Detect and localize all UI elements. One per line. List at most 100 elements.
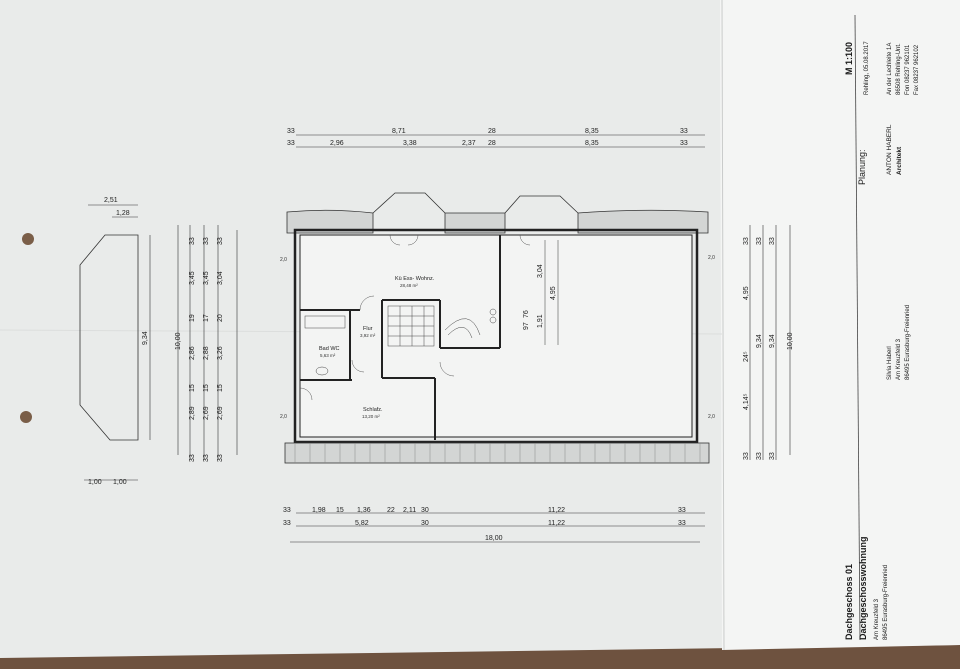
dim-label: 33 — [203, 237, 210, 245]
dim-label: 33 — [287, 140, 295, 147]
dim-label: 1,00 — [113, 479, 127, 486]
drawing-title: Dachgeschoss 01 — [844, 564, 854, 640]
dim-label: 33 — [680, 140, 688, 147]
dim-label: 4,95 — [550, 286, 557, 300]
dim-label: 2,86 — [189, 346, 196, 360]
dim-label: 33 — [769, 452, 776, 460]
dim-label: 33 — [283, 520, 291, 527]
dim-label: 10,00 — [175, 332, 182, 350]
room-name: Flur — [363, 326, 373, 332]
punch-hole — [22, 233, 34, 245]
dim-label: 3,45 — [189, 271, 196, 285]
client-city: 86495 Eurasburg-Freienried — [905, 305, 911, 380]
dim-label: 2,0 — [280, 257, 287, 263]
punch-hole — [20, 411, 32, 423]
dim-label: 2,89 — [189, 406, 196, 420]
dim-label: 9,34 — [769, 334, 776, 348]
room-name: Bad WC — [319, 346, 340, 352]
dim-label: 97 — [523, 322, 530, 330]
dim-label: 2,0 — [280, 414, 287, 420]
dim-label: 2,96 — [330, 140, 344, 147]
architect-name: ANTON HABERL — [886, 124, 893, 175]
dim-label: 17 — [203, 314, 210, 322]
dim-label: 11,22 — [548, 520, 565, 527]
dim-label: 8,35 — [585, 128, 599, 135]
architect-phone: Fon 08237 962101 — [905, 44, 911, 95]
dim-label: 11,22 — [548, 507, 565, 514]
dim-label: 33 — [743, 237, 750, 245]
dim-label: 2,69 — [203, 406, 210, 420]
dim-label: 3,04 — [217, 271, 224, 285]
dim-label: 20 — [217, 314, 224, 322]
client-street: Am Kreuzfeld 3 — [896, 338, 902, 380]
right-dimension-lines — [749, 225, 791, 460]
dim-label: 5,82 — [355, 520, 369, 527]
dim-label: 2,69 — [217, 406, 224, 420]
dim-label: 33 — [287, 128, 295, 135]
bottom-dimension-lines — [290, 512, 705, 543]
dim-label: 2,37 — [462, 140, 476, 147]
dim-label: 28 — [488, 140, 496, 147]
dim-label: 2,51 — [104, 197, 118, 204]
dim-label: 24⁵ — [743, 351, 750, 362]
dim-label: 1,91 — [537, 314, 544, 328]
client-short-city: 86495 Eurasburg-Freienried — [883, 565, 889, 640]
dim-label: 2,0 — [708, 255, 715, 261]
dim-label: 3,45 — [203, 271, 210, 285]
dim-label: 33 — [217, 454, 224, 462]
floor-plan: 3,04 4,95 97 76 1,91 Kü Ess- Wohnz. 28,4… — [280, 192, 715, 464]
dim-label: 33 — [756, 452, 763, 460]
dim-label: 33 — [680, 128, 688, 135]
dim-label: 3,26 — [217, 346, 224, 360]
dim-label: 15 — [189, 384, 196, 392]
roof-section-view — [79, 204, 151, 481]
drawing-subtitle: Dachgeschosswohnung — [858, 536, 868, 640]
dim-label: 15 — [336, 507, 344, 514]
dim-label: 28 — [488, 128, 496, 135]
room-area: 13,20 m² — [362, 414, 380, 419]
dim-label: 8,71 — [392, 128, 406, 135]
client-short-street: Am Kreuzfeld 3 — [874, 598, 880, 640]
dim-label: 2,11 — [403, 507, 416, 514]
dim-label: 30 — [421, 507, 429, 514]
dim-label: 1,00 — [88, 479, 102, 486]
dim-label: 33 — [756, 237, 763, 245]
top-dimension-lines — [296, 134, 705, 148]
dim-label: 2,0 — [708, 414, 715, 420]
planung-label: Planung: — [857, 149, 867, 185]
scale-label: M 1:100 — [844, 42, 854, 75]
dim-label: 10,00 — [787, 332, 794, 350]
dim-label: 1,28 — [116, 210, 130, 217]
dim-label: 33 — [678, 520, 686, 527]
dim-label: 33 — [769, 237, 776, 245]
dim-label: 33 — [217, 237, 224, 245]
client-name: Silvia Haberl — [887, 346, 893, 380]
architect-title: Architekt — [896, 146, 903, 175]
room-name: Schlafz. — [363, 407, 383, 413]
left-dimension-lines — [177, 225, 238, 460]
title-block: M 1:100 Rehling, 05.08.2017 Planung: ANT… — [844, 14, 920, 641]
dim-label: 4,95 — [743, 286, 750, 300]
place-date: Rehling, 05.08.2017 — [864, 41, 870, 95]
room-name: Kü Ess- Wohnz. — [395, 276, 435, 282]
architect-fax: Fax 08237 962102 — [914, 44, 920, 95]
dim-label: 8,35 — [585, 140, 599, 147]
dim-label: 22 — [387, 507, 395, 514]
dim-label: 3,04 — [537, 264, 544, 278]
dim-label: 4,14⁵ — [743, 393, 750, 410]
dim-label: 33 — [189, 237, 196, 245]
architect-street: An der Lechleite 1A — [887, 43, 893, 95]
dim-label: 33 — [189, 454, 196, 462]
dim-label: 15 — [203, 384, 210, 392]
dim-label: 33 — [678, 507, 686, 514]
dim-label: 30 — [421, 520, 429, 527]
room-area: 28,48 m² — [400, 283, 418, 288]
dim-label: 3,38 — [403, 140, 417, 147]
dim-label: 19 — [189, 314, 196, 322]
dim-label: 1,36 — [357, 507, 371, 514]
dim-label: 2,88 — [203, 346, 210, 360]
dim-label: 9,34 — [142, 331, 149, 345]
architect-city: 86508 Rehling-Unt. — [896, 43, 902, 95]
dim-label: 15 — [217, 384, 224, 392]
